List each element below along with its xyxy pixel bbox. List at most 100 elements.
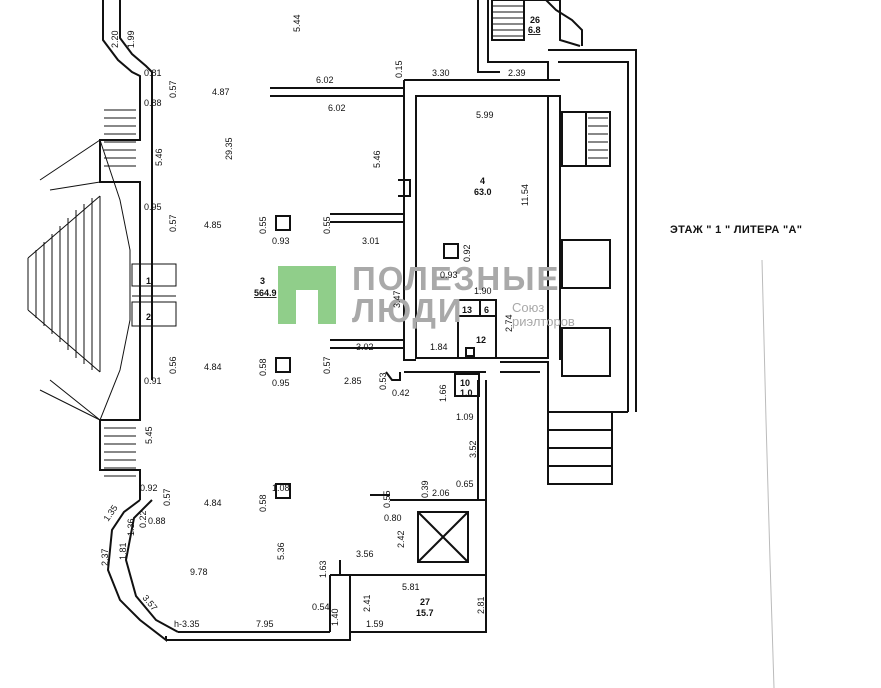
dim-label: 5.81 <box>402 582 420 592</box>
dim-label: 1.35 <box>101 503 119 523</box>
room-26-number: 26 <box>530 15 540 25</box>
dim-label: 4.84 <box>204 362 222 372</box>
dim-label: 0.91 <box>144 376 162 386</box>
dim-label: 3.56 <box>356 549 374 559</box>
dim-label: 1.66 <box>438 384 448 402</box>
dim-label: 2.85 <box>344 376 362 386</box>
room-12-number: 12 <box>476 335 486 345</box>
dim-label: 5.46 <box>154 148 164 166</box>
dim-label: 0.57 <box>168 214 178 232</box>
room-labels: 26 6.8 3 564.9 4 63.0 12 13 6 10 1.0 27 … <box>146 15 541 618</box>
dim-label: 1.81 <box>118 542 128 560</box>
room-4-area: 63.0 <box>474 187 492 197</box>
dim-label: 2.41 <box>362 594 372 612</box>
dim-label: 0.56 <box>168 356 178 374</box>
dim-label: 5.99 <box>476 110 494 120</box>
dim-label: 4.84 <box>204 498 222 508</box>
dim-label: 0.15 <box>394 60 404 78</box>
dim-label: 0.53 <box>378 372 388 390</box>
dim-label: 0.95 <box>144 202 162 212</box>
dim-label: 3.57 <box>140 593 159 613</box>
dim-label: 2.37 <box>100 548 110 566</box>
dim-label: 5.46 <box>372 150 382 168</box>
dim-label: 0.55 <box>258 216 268 234</box>
watermark-logo: ПОЛЕЗНЫЕ ЛЮДИ Союз риэлторов <box>278 260 575 329</box>
dim-label: 0.92 <box>140 483 158 493</box>
dim-label: 4.85 <box>204 220 222 230</box>
dim-label: 0.65 <box>456 479 474 489</box>
room-3-area: 564.9 <box>254 288 277 298</box>
dim-label: 7.95 <box>256 619 274 629</box>
dim-label: 0.57 <box>168 80 178 98</box>
dim-label: 2.06 <box>432 488 450 498</box>
stair-1-number: 1 <box>146 276 151 286</box>
page-edge-line <box>761 259 775 688</box>
dim-label: 0.57 <box>162 488 172 506</box>
dimension-labels: 0.81 0.88 4.87 6.02 3.30 2.39 6.02 5.99 … <box>140 68 526 629</box>
walls <box>99 0 637 643</box>
dim-label: 1.63 <box>318 560 328 578</box>
dim-label: 1.36 <box>126 518 136 536</box>
dim-label: 2.39 <box>508 68 526 78</box>
dim-label: 1.59 <box>366 619 384 629</box>
dim-label: 0.22 <box>138 510 148 528</box>
watermark-sub2: риэлторов <box>512 314 575 329</box>
dim-label: 0.55 <box>382 490 392 508</box>
room-10-area: 1.0 <box>460 388 473 398</box>
dim-label: 9.78 <box>190 567 208 577</box>
dim-label: 5.45 <box>144 426 154 444</box>
dim-label: 2.42 <box>396 530 406 548</box>
room-4-number: 4 <box>480 176 485 186</box>
watermark-line2: ЛЮДИ <box>352 292 464 329</box>
dim-label: 1.40 <box>330 608 340 626</box>
dim-label: h-3.35 <box>174 619 200 629</box>
dim-label: 1.84 <box>430 342 448 352</box>
dim-label: 0.80 <box>384 513 402 523</box>
dim-label: 3.52 <box>468 440 478 458</box>
room-27-area: 15.7 <box>416 608 434 618</box>
stair-2-number: 2 <box>146 312 151 322</box>
floor-title: ЭТАЖ " 1 " ЛИТЕРА "А" <box>670 224 802 236</box>
left-amphitheater-stairs <box>27 5 608 477</box>
dim-label: 0.55 <box>322 216 332 234</box>
dim-label: 3.30 <box>432 68 450 78</box>
dim-label: 6.02 <box>328 103 346 113</box>
dim-label: 2.81 <box>476 596 486 614</box>
dim-label: 1.90 <box>474 286 492 296</box>
dim-label: 0.57 <box>322 356 332 374</box>
dim-label: 0.88 <box>148 516 166 526</box>
dim-label: 3.01 <box>362 236 380 246</box>
dim-label: 6.02 <box>316 75 334 85</box>
dim-label: 3.02 <box>356 342 374 352</box>
vertical-dimension-labels: 5.44 2.20 1.99 0.57 0.15 5.46 29.35 5.46… <box>100 14 530 626</box>
dim-label: 0.93 <box>272 236 290 246</box>
dim-label: 0.42 <box>392 388 410 398</box>
watermark-house-icon <box>278 266 336 324</box>
dim-label: 0.88 <box>144 98 162 108</box>
dim-label: 3.47 <box>392 290 402 308</box>
dim-label: 2.20 <box>110 30 120 48</box>
dim-label: 4.87 <box>212 87 230 97</box>
dim-label: 0.81 <box>144 68 162 78</box>
dim-label: 11.54 <box>520 184 530 206</box>
dim-label: 0.58 <box>258 494 268 512</box>
dim-label: 29.35 <box>224 137 234 160</box>
dim-label: 2.74 <box>504 314 514 332</box>
dim-label: 5.36 <box>276 542 286 560</box>
room-3-number: 3 <box>260 276 265 286</box>
dim-label: 0.93 <box>440 270 458 280</box>
dim-label: 1.09 <box>456 412 474 422</box>
room-27-number: 27 <box>420 597 430 607</box>
dim-label: 0.92 <box>462 244 472 262</box>
room-13-number: 13 <box>462 305 472 315</box>
watermark-sub1: Союз <box>512 300 544 315</box>
room-6-number: 6 <box>484 305 489 315</box>
dim-label: 0.95 <box>272 378 290 388</box>
dim-label: 0.39 <box>420 480 430 498</box>
dim-label: 5.44 <box>292 14 302 32</box>
dim-label: 0.58 <box>258 358 268 376</box>
watermark-line1: ПОЛЕЗНЫЕ <box>352 260 561 297</box>
dim-label: 1.99 <box>126 30 136 48</box>
